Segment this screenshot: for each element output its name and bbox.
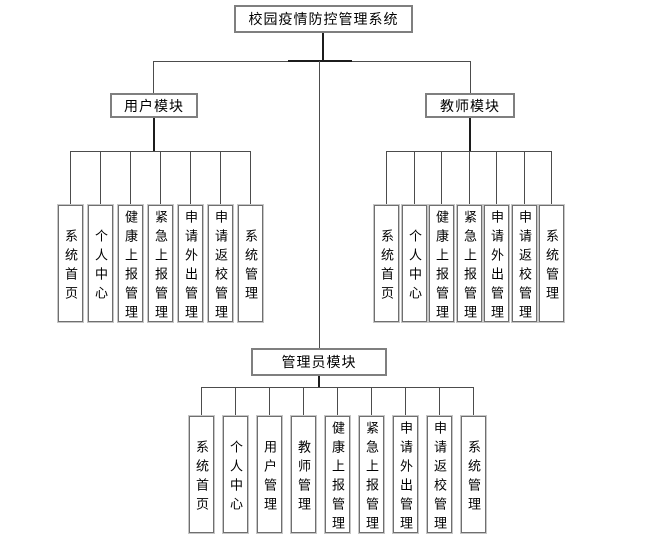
connector-teacher-leaf-drop <box>386 151 387 205</box>
teacher-leaf-emergency-report: 紧急上报管理 <box>456 204 483 324</box>
admin-leaf-system-home: 系统首页 <box>188 415 215 534</box>
connector-admin-leaf-drop <box>439 387 440 416</box>
leaf-label: 紧急上报管理 <box>364 420 379 535</box>
admin-leaf-teacher-manage: 教师管理 <box>290 415 317 534</box>
connector-admin-leaf-drop <box>473 387 474 416</box>
connector-admin-leaf-drop <box>201 387 202 416</box>
leaf-label: 申请返校管理 <box>432 420 447 535</box>
connector-user-leaf-drop <box>250 151 251 205</box>
user-leaf-health-report: 健康上报管理 <box>117 204 144 324</box>
root-node: 校园疫情防控管理系统 <box>234 5 413 33</box>
leaf-label: 申请返校管理 <box>213 209 228 324</box>
leaf-label: 系统首页 <box>379 228 394 305</box>
connector-admin-leaf-drop <box>269 387 270 416</box>
user-leaf-return-apply: 申请返校管理 <box>207 204 234 324</box>
connector-user-leaf-drop <box>190 151 191 205</box>
user-leaf-personal-center: 个人中心 <box>87 204 114 323</box>
leaf-label: 紧急上报管理 <box>462 209 477 324</box>
connector-root-drop <box>322 33 324 62</box>
leaf-label: 系统首页 <box>63 228 78 305</box>
leaf-label: 申请返校管理 <box>517 209 532 324</box>
connector-admin-leaf-drop <box>235 387 236 416</box>
connector-admin-leaf-drop <box>303 387 304 416</box>
admin-leaf-emergency-report: 紧急上报管理 <box>358 415 385 535</box>
connector-user-module-drop <box>153 118 155 152</box>
admin-leaf-return-apply: 申请返校管理 <box>426 415 453 535</box>
connector-user-leaf-drop <box>220 151 221 205</box>
connector-teacher-leaf-drop <box>441 151 442 205</box>
root-node-label: 校园疫情防控管理系统 <box>248 11 399 27</box>
leaf-label: 系统管理 <box>466 439 481 516</box>
connector-teacher-leaf-drop <box>551 151 552 205</box>
teacher-leaf-return-apply: 申请返校管理 <box>511 204 538 324</box>
leaf-label: 申请外出管理 <box>183 209 198 324</box>
admin-leaf-outing-apply: 申请外出管理 <box>392 415 419 535</box>
connector-teacher-module-drop <box>469 118 471 152</box>
connector-admin-module-drop <box>318 376 320 387</box>
connector-to-user-module <box>153 61 154 93</box>
connector-user-leaf-drop <box>160 151 161 205</box>
teacher-leaf-system-manage: 系统管理 <box>538 204 565 323</box>
connector-user-leaf-drop <box>70 151 71 205</box>
admin-leaf-system-manage: 系统管理 <box>460 415 487 534</box>
leaf-label: 申请外出管理 <box>398 420 413 535</box>
connector-top-horizontal-dark-segment <box>288 60 352 62</box>
teacher-leaf-health-report: 健康上报管理 <box>428 204 455 324</box>
leaf-label: 系统管理 <box>243 228 258 305</box>
user-leaf-system-manage: 系统管理 <box>237 204 264 323</box>
leaf-label: 用户管理 <box>262 439 277 516</box>
connector-teacher-leaf-drop <box>496 151 497 205</box>
leaf-label: 个人中心 <box>407 228 422 305</box>
user-leaf-system-home: 系统首页 <box>57 204 84 323</box>
user-module-label: 用户模块 <box>124 97 184 114</box>
connector-teacher-leaf-drop <box>414 151 415 205</box>
admin-leaf-health-report: 健康上报管理 <box>324 415 351 535</box>
connector-admin-leaf-drop <box>405 387 406 416</box>
connector-teacher-leaf-drop <box>469 151 470 205</box>
teacher-leaf-outing-apply: 申请外出管理 <box>483 204 510 324</box>
teacher-module-node: 教师模块 <box>425 93 515 118</box>
leaf-label: 健康上报管理 <box>434 209 449 324</box>
teacher-leaf-personal-center: 个人中心 <box>401 204 428 323</box>
connector-admin-leaf-drop <box>371 387 372 416</box>
leaf-label: 系统管理 <box>544 228 559 305</box>
leaf-label: 系统首页 <box>194 439 209 516</box>
leaf-label: 个人中心 <box>93 228 108 305</box>
admin-leaf-personal-center: 个人中心 <box>222 415 249 534</box>
connector-to-teacher-module <box>470 61 471 93</box>
leaf-label: 申请外出管理 <box>489 209 504 324</box>
connector-user-leaf-drop <box>100 151 101 205</box>
connector-teacher-leaf-drop <box>524 151 525 205</box>
leaf-label: 个人中心 <box>228 439 243 516</box>
connector-user-leaf-drop <box>130 151 131 205</box>
teacher-module-label: 教师模块 <box>440 97 500 114</box>
leaf-label: 健康上报管理 <box>330 420 345 535</box>
admin-module-node: 管理员模块 <box>251 348 387 376</box>
leaf-label: 紧急上报管理 <box>153 209 168 324</box>
leaf-label: 健康上报管理 <box>123 209 138 324</box>
admin-module-label: 管理员模块 <box>281 354 357 370</box>
connector-to-admin-module <box>319 61 320 348</box>
leaf-label: 教师管理 <box>296 439 311 516</box>
user-module-node: 用户模块 <box>110 93 198 118</box>
user-leaf-emergency-report: 紧急上报管理 <box>147 204 174 324</box>
admin-leaf-user-manage: 用户管理 <box>256 415 283 534</box>
user-leaf-outing-apply: 申请外出管理 <box>177 204 204 324</box>
teacher-leaf-system-home: 系统首页 <box>373 204 400 323</box>
connector-admin-leaf-drop <box>337 387 338 416</box>
